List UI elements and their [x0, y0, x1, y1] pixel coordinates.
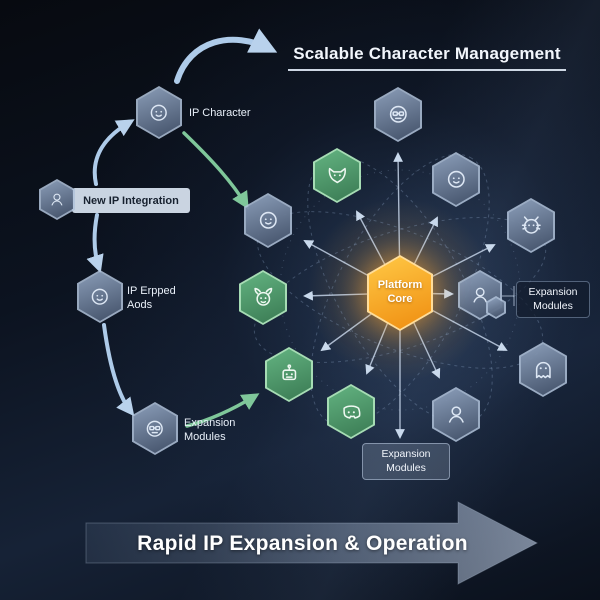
ring-hex-fox: [313, 148, 361, 203]
ring-hex-troll: [432, 152, 480, 207]
ring-hex-right: [458, 270, 502, 320]
right-label-connector: [502, 286, 515, 306]
ring-hex-cat: [507, 198, 555, 253]
platform-core-hex: [367, 255, 433, 331]
hex-fill: [488, 298, 504, 317]
title-underline: [288, 69, 566, 71]
left-expansion-label: Expansion Modules: [184, 417, 236, 443]
discord-icon: [339, 397, 364, 426]
banner-text: Rapid IP Expansion & Operation: [137, 532, 468, 555]
hex-fill: [315, 150, 359, 201]
robot-icon: [277, 360, 302, 389]
ring-hex-top: [374, 87, 422, 142]
ghost-icon: [531, 355, 556, 384]
hex-fill: [434, 154, 478, 205]
ip-erpped-hex: [77, 270, 123, 323]
ring-hex-right-small: [486, 296, 506, 319]
face-icon: [147, 99, 171, 126]
new-ip-integration-box: New IP Integration: [72, 188, 190, 213]
hex-fill: [329, 386, 373, 437]
face-glasses-icon: [386, 100, 411, 129]
green-arrows: [182, 131, 260, 428]
fox-icon: [325, 161, 350, 190]
viking-horns-icon: [251, 283, 276, 312]
hex-fill: [41, 181, 73, 218]
ring-hex-bottom: [432, 387, 480, 442]
grumpy-face-icon: [256, 206, 281, 235]
left-expansion-hex: [132, 402, 178, 455]
right-expansion-modules-label: Expansion Modules: [516, 281, 590, 319]
flow-arrows: [86, 28, 278, 417]
bottom-expansion-modules-label: Expansion Modules: [362, 443, 450, 481]
page-title: Scalable Character Management: [293, 44, 561, 63]
ring-hex-robot: [265, 347, 313, 402]
banner-arrow: [85, 501, 539, 585]
ring-hex-ghost: [519, 342, 567, 397]
ip-character-hex: [136, 86, 182, 139]
hex-fill: [369, 257, 431, 329]
character-hat-icon: [48, 189, 66, 210]
face-glasses-icon: [143, 415, 167, 442]
curly-face-icon: [88, 283, 112, 310]
hex-fill: [434, 389, 478, 440]
character-icon: [444, 400, 469, 429]
new-ip-hex: [39, 179, 75, 220]
troll-face-icon: [444, 165, 469, 194]
cat-icon: [519, 211, 544, 240]
hex-fill: [376, 89, 420, 140]
platform-core-label: Platform Core: [377, 279, 423, 305]
ring-hex-viking: [239, 270, 287, 325]
ring-hex-grumpy: [244, 193, 292, 248]
ip-character-label: IP Character: [189, 107, 251, 119]
hex-fill: [267, 349, 311, 400]
ip-erpped-label: IP Erpped Aods: [127, 285, 176, 311]
ring-hex-discord: [327, 384, 375, 439]
